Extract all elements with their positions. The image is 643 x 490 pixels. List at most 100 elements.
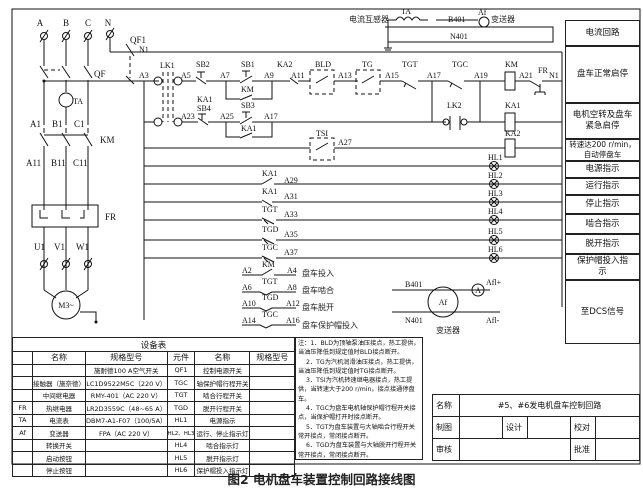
ka1-nc-label: KA1 (262, 187, 278, 196)
cell: TGD (166, 401, 196, 415)
cell: 轴保护帽行程开关 (194, 376, 251, 390)
cell (12, 363, 33, 377)
cell (249, 401, 295, 415)
node-a11: A11 (291, 71, 304, 80)
note-3: 3．TSI为汽机转速继电器接点，热工提供，当转速大于200 r/min，接点接通… (298, 377, 415, 403)
cell: RMY-401（AC 220 V） (85, 388, 168, 402)
cell (12, 376, 33, 390)
cell: 变送器 (32, 426, 86, 440)
func-label-current-loop: 电流回路 (565, 20, 640, 46)
cell (249, 426, 295, 440)
cell (85, 451, 168, 465)
dcs-wire-n: N401 (405, 316, 423, 325)
sb1-label: SB1 (241, 60, 255, 69)
lamp-icon (489, 161, 499, 171)
cell: 脱开行程开关 (194, 401, 251, 415)
fr-n1-label: N1 (549, 71, 559, 80)
dcs-desc: 盘车保护帽投入 (302, 320, 358, 330)
phase-a-label: A (37, 18, 44, 28)
cell (12, 451, 33, 465)
limit-switch-icon (261, 255, 275, 263)
cell (85, 438, 168, 452)
note-2: 2．TG为汽机润滑油压接点，热工提供，当油压降低到规定值时TG接点断开。 (298, 358, 418, 375)
title-name-value: #5、#6发电机盘车控制回路 (459, 394, 640, 417)
dcs-from: A10 (242, 299, 256, 308)
dcs-row-tgt: A6 TGT A8 盘车啮合 (242, 277, 334, 296)
func-label-dcs: 至DCS信号 (565, 280, 640, 344)
dcs-wire-b: B401 (405, 280, 422, 289)
qf1-label: QF1 (130, 35, 146, 45)
cell: 接触器（施奈德） (32, 376, 86, 390)
cell (249, 463, 295, 477)
note-5: 5．TGT为盘车装置与大轴啮合行程开关常开接点，常闭接点断开。 (298, 423, 415, 440)
note-4: 4．TGC为盘车电机轴保护帽行程开关接点，当保护帽打开时接点断开。 (298, 405, 416, 422)
lamp-icon (489, 235, 499, 245)
title-approve-label: 批准 (570, 438, 596, 461)
title-design-label: 设计 (502, 416, 528, 439)
cell: Af (12, 426, 33, 440)
line-label-b1: B1 (52, 119, 63, 129)
node-a7: A7 (220, 71, 230, 80)
lamp-icon (489, 179, 499, 189)
lk2-contact-icon (442, 118, 450, 126)
lk1-contact-icon (153, 76, 163, 86)
motor-icon (51, 290, 81, 320)
bld-contact-icon (309, 69, 335, 95)
lamp-icon (489, 215, 499, 225)
cell (249, 388, 295, 402)
cell: LR2D3559C（48~65 A） (85, 401, 168, 415)
overload-relay-icon (31, 204, 99, 228)
node-a3: A3 (139, 71, 149, 80)
tsi-label: TSI (316, 129, 328, 138)
figure-caption: 图2 电机盘车装置控制回路接线图 (227, 472, 416, 487)
tgt-no-label: TGT (262, 205, 278, 214)
ka1-coil-label: KA1 (505, 101, 521, 110)
transducer-icon (478, 16, 490, 28)
lamp-hl6-label: HL6 (488, 245, 503, 254)
tgt-label: TGT (402, 60, 418, 69)
sb2-label: SB2 (196, 60, 210, 69)
current-loop-ct: TA (401, 7, 411, 16)
node-a35: A35 (284, 230, 298, 239)
cell: 热继电器 (32, 401, 86, 415)
cell: 啮合行程开关 (194, 388, 251, 402)
transducer-af-icon (427, 286, 459, 318)
limit-switch-tgt-icon (401, 80, 417, 90)
limit-switch-icon (261, 217, 275, 225)
ka1-aux-label: KA1 (241, 124, 257, 133)
cell (249, 363, 295, 377)
pushbutton-sb1-icon (242, 70, 250, 77)
lamp-icon (489, 197, 499, 207)
lamp-hl3: HL3 (488, 189, 503, 207)
contactor-km-icon (39, 128, 93, 147)
cell: HL2、HL3 (166, 426, 196, 440)
node-a33: A33 (284, 210, 298, 219)
current-loop-transducer: Af (478, 8, 487, 17)
ground-icon (94, 320, 98, 324)
dcs-desc: 盘车啮合 (302, 285, 334, 295)
limit-switch-icon (261, 237, 275, 245)
node-a13: A13 (338, 71, 352, 80)
note-1: 注：1．BLD为顶轴泵油压接点，热工提供，当油压降低到规定值时BLD接点断开。 (298, 340, 420, 357)
lamp-icon (489, 253, 499, 263)
title-name-label: 名称 (432, 394, 460, 417)
func-label-power-indicator: 电源指示 (565, 161, 640, 178)
lk2-label: LK2 (447, 101, 462, 110)
title-review-label: 审核 (432, 438, 460, 461)
cell (249, 451, 295, 465)
equipment-table-caption: 设备表 (12, 337, 295, 352)
cell: 转换开关 (32, 438, 86, 452)
motor-terminal-icon (39, 257, 93, 271)
line-label-a11: A11 (26, 158, 41, 168)
cell (12, 438, 33, 452)
dcs-out-minus: Afl- (486, 316, 500, 325)
line-label-b11: B11 (51, 158, 66, 168)
func-label-engage-indicator: 啮合指示 (565, 214, 640, 234)
note-6: 6．TGD为盘车装置与大轴脱开行程开关常开接点，常闭接点断开。 (298, 442, 417, 459)
